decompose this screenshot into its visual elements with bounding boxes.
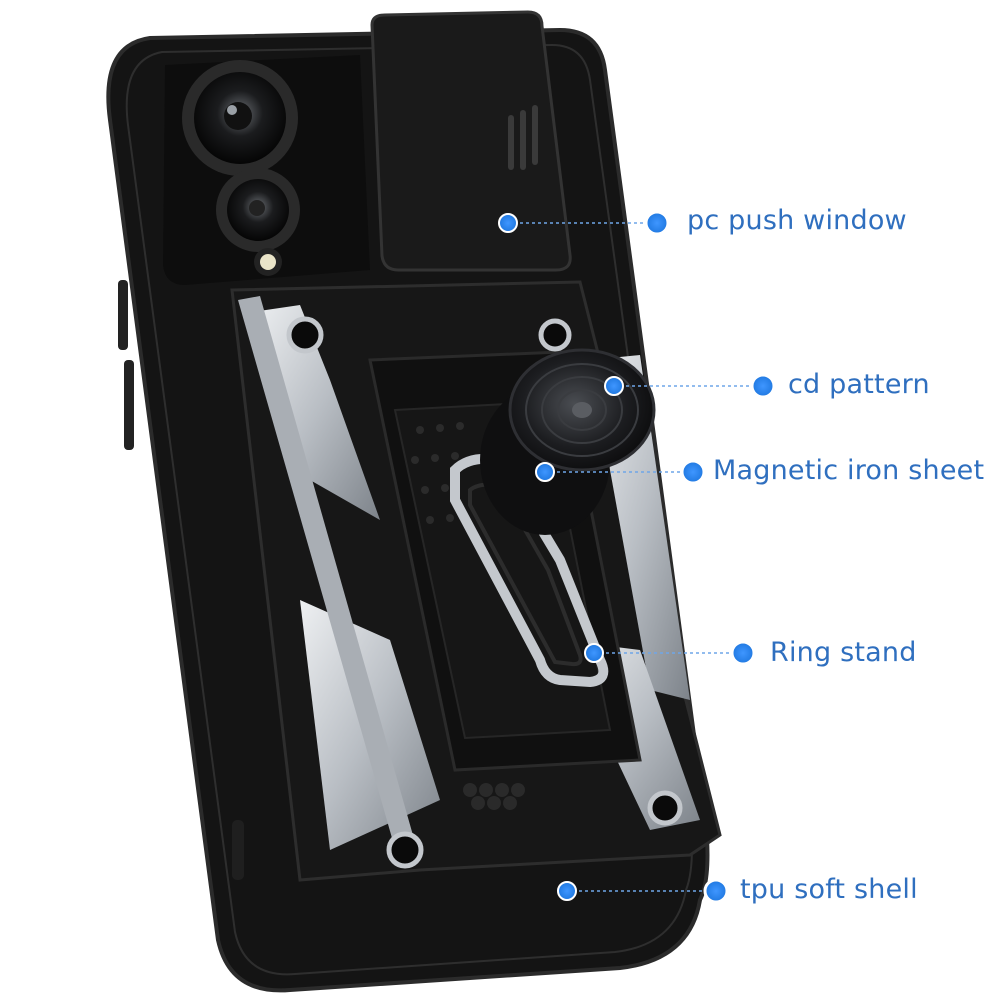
pc-push-window [370, 10, 572, 272]
callout-dot [730, 640, 756, 666]
callout-dot [498, 213, 518, 233]
callout-label-ring-stand: Ring stand [770, 637, 917, 668]
callout-leaders [508, 222, 763, 892]
callout-dots [498, 210, 776, 904]
callout-dot [680, 459, 706, 485]
callout-dot [557, 881, 577, 901]
ring-stand [450, 453, 609, 688]
callout-dot [703, 878, 729, 904]
callout-label-tpu-shell: tpu soft shell [740, 874, 918, 905]
camera-module [163, 55, 370, 285]
callout-label-cd-pattern: cd pattern [788, 369, 930, 400]
callout-dot [535, 462, 555, 482]
callout-label-push-window: pc push window [687, 205, 907, 236]
callout-dot [750, 373, 776, 399]
callout-dot [584, 643, 604, 663]
callout-label-magnetic-sheet: Magnetic iron sheet [713, 455, 985, 486]
callout-dot [644, 210, 670, 236]
callout-dot [604, 376, 624, 396]
